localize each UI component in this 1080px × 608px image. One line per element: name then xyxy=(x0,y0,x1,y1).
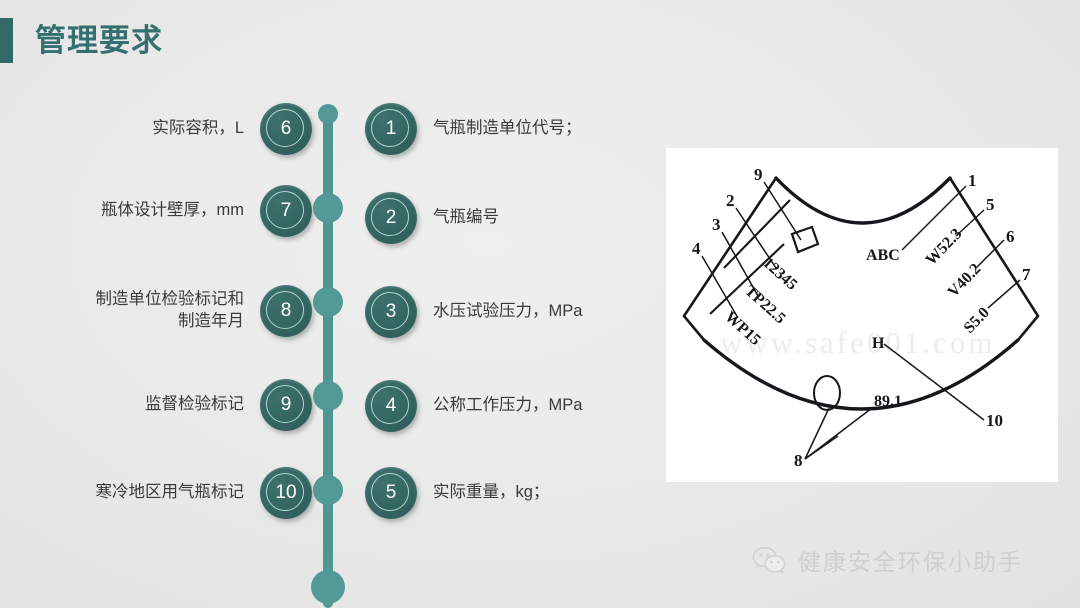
callout-1: 1 xyxy=(968,171,977,190)
item-label: 公称工作压力，MPa xyxy=(433,396,583,415)
marking-test-pressure: TP22.5 xyxy=(741,282,788,327)
leader-line-4 xyxy=(701,255,739,319)
list-item[interactable]: 2 气瓶编号 xyxy=(365,189,499,247)
bullet-number: 4 xyxy=(385,395,397,416)
bullet-circle-10[interactable]: 10 xyxy=(260,467,312,519)
spine-dot-3 xyxy=(313,381,343,411)
callout-3: 3 xyxy=(712,215,721,234)
marking-row-line-left-2 xyxy=(709,243,785,315)
item-label: 寒冷地区用气瓶标记 xyxy=(95,483,245,502)
marking-weight: W52.3 xyxy=(923,225,966,268)
callout-7: 7 xyxy=(1022,265,1031,284)
bullet-number: 6 xyxy=(280,118,292,139)
callout-10: 10 xyxy=(986,411,1003,430)
callout-6: 6 xyxy=(1006,227,1015,246)
list-item[interactable]: 5 实际重量，kg； xyxy=(365,464,549,522)
leader-line-7 xyxy=(987,279,1021,309)
page-title: 管理要求 xyxy=(35,22,163,58)
cylinder-marking-diagram: www.safe001.com 9 2 3 4 1 5 6 7 xyxy=(666,148,1058,482)
bullet-circle-7[interactable]: 7 xyxy=(260,185,312,237)
list-item[interactable]: 实际容积，L 6 xyxy=(152,100,312,158)
bullet-number: 8 xyxy=(280,300,292,321)
item-label: 实际重量，kg； xyxy=(433,483,550,502)
bullet-number: 5 xyxy=(385,482,397,503)
list-item[interactable]: 瓶体设计壁厚，mm 7 xyxy=(101,182,312,240)
bullet-number: 2 xyxy=(385,207,397,228)
list-item[interactable]: 寒冷地区用气瓶标记 10 xyxy=(95,464,312,522)
spine-dot-4 xyxy=(313,475,343,505)
leader-line-8c xyxy=(804,435,839,460)
marking-cold-region: H xyxy=(872,335,885,352)
callout-5: 5 xyxy=(986,195,995,214)
bullet-number: 3 xyxy=(385,301,397,322)
list-item[interactable]: 监督检验标记 9 xyxy=(145,376,312,434)
bullet-circle-5[interactable]: 5 xyxy=(365,467,417,519)
title-accent-bar xyxy=(0,17,13,63)
bullet-circle-1[interactable]: 1 xyxy=(365,103,417,155)
leader-line-9 xyxy=(763,181,802,241)
list-item[interactable]: 制造单位检验标记和 制造年月 8 xyxy=(95,282,312,340)
item-label: 制造单位检验标记和 制造年月 xyxy=(95,290,245,330)
oval-stamp-marking xyxy=(813,375,841,411)
timeline-spine xyxy=(323,108,333,608)
marking-row-line-left-1 xyxy=(723,199,791,269)
list-item[interactable]: 1 气瓶制造单位代号； xyxy=(365,100,582,158)
slide-header: 管理要求 xyxy=(0,16,163,64)
wechat-watermark: 健康安全环保小助手 xyxy=(752,543,1023,577)
wechat-account-name: 健康安全环保小助手 xyxy=(798,549,1023,575)
wechat-icon xyxy=(752,546,786,574)
shoulder-right-edge xyxy=(948,177,1040,341)
spine-dot-2 xyxy=(313,287,343,317)
callout-8: 8 xyxy=(794,451,803,470)
item-label: 气瓶编号 xyxy=(433,208,499,227)
spine-dot-top xyxy=(318,104,338,124)
bullet-circle-4[interactable]: 4 xyxy=(365,380,417,432)
shoulder-top-arc xyxy=(774,176,952,225)
bullet-number: 1 xyxy=(385,118,397,139)
bullet-circle-8[interactable]: 8 xyxy=(260,285,312,337)
spine-dot-bottom xyxy=(311,570,345,604)
marking-manufacturer-code: ABC xyxy=(866,247,900,264)
marking-actual-weight: 89.1 xyxy=(874,393,902,410)
spine-dot-1 xyxy=(313,193,343,223)
leader-line-5 xyxy=(955,209,985,237)
bullet-number: 7 xyxy=(280,200,292,221)
bullet-circle-3[interactable]: 3 xyxy=(365,286,417,338)
leader-line-6 xyxy=(975,239,1005,269)
leader-line-10 xyxy=(883,343,985,421)
bullet-circle-9[interactable]: 9 xyxy=(260,379,312,431)
bullet-number: 9 xyxy=(280,394,292,415)
leader-line-3 xyxy=(721,231,759,297)
bullet-circle-2[interactable]: 2 xyxy=(365,192,417,244)
leader-line-1 xyxy=(901,185,967,251)
list-item[interactable]: 4 公称工作压力，MPa xyxy=(365,377,582,435)
square-stamp-marking xyxy=(790,225,820,254)
item-label: 水压试验压力，MPa xyxy=(433,302,583,321)
shoulder-left-edge xyxy=(682,177,778,341)
shoulder-bottom-arc xyxy=(702,338,1020,411)
leader-line-8a xyxy=(804,407,830,460)
list-item[interactable]: 3 水压试验压力，MPa xyxy=(365,283,582,341)
callout-2: 2 xyxy=(726,191,735,210)
item-label: 瓶体设计壁厚，mm xyxy=(101,201,244,220)
callout-4: 4 xyxy=(692,239,701,258)
item-label: 监督检验标记 xyxy=(145,395,244,414)
callout-9: 9 xyxy=(754,165,763,184)
bullet-circle-6[interactable]: 6 xyxy=(260,103,312,155)
item-label: 气瓶制造单位代号； xyxy=(433,119,582,138)
item-label: 实际容积，L xyxy=(152,119,244,138)
diagram-watermark-text: www.safe001.com xyxy=(720,325,995,360)
bullet-number: 10 xyxy=(275,482,297,503)
marking-serial-number: 12345 xyxy=(759,254,800,293)
